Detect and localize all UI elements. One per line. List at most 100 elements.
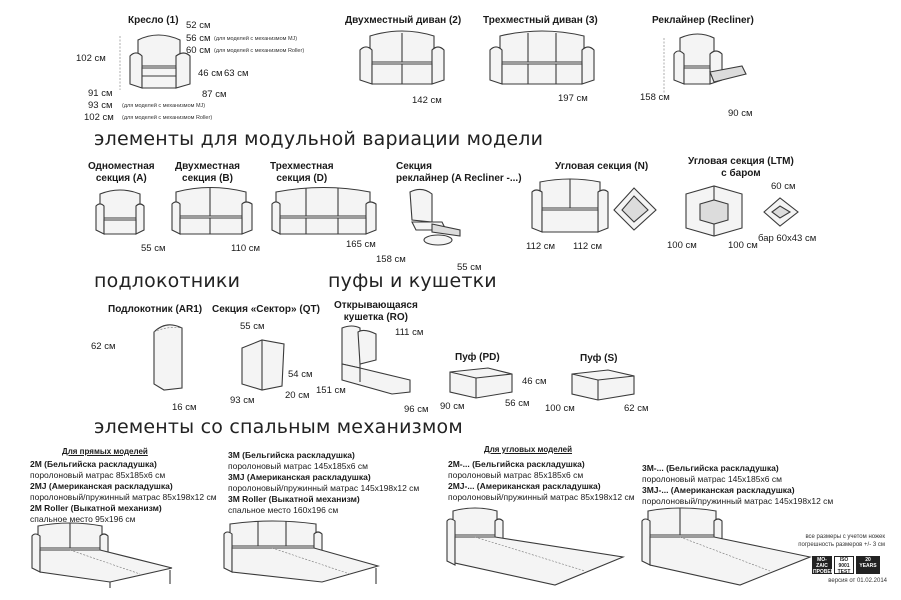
module-b-drawing [171,187,253,235]
s-depth: 62 см [624,403,649,414]
qt-top: 55 см [240,321,265,332]
sofa2-drawing [359,30,445,85]
armchair-w1: 52 см [186,20,211,31]
s-title: Пуф (S) [580,353,618,364]
module-ltm-drawing [685,185,743,237]
ro-depth: 151 см [316,385,346,396]
module-corner-n-dim2: 112 см [573,241,603,252]
iso-badge-icon: ISO 9001 TEST [834,556,854,575]
module-ltm-bar2: бар 60x43 см [758,233,817,244]
pd-drawing [449,367,513,399]
module-d-dim: 165 см [346,239,376,250]
ar1-drawing [153,324,183,391]
ro-height: 111 см [395,327,424,338]
armchair-s1: 46 см [198,68,223,79]
mechanism-spec: поролоновый/пружинный матрас 145x198x12 … [228,483,420,493]
recliner-width: 90 см [728,108,753,119]
armchair-d1: 91 см [88,88,113,99]
armrests-heading: подлокотники [94,270,241,292]
module-corner-n-title: Угловая секция (N) [555,161,649,172]
mechanism-title: 2M (Бельгийска раскладушка) [30,459,157,469]
armchair-w3: 60 см [186,45,211,56]
sleep-col-4: 3M-... (Бельгийска раскладушка)поролонов… [642,463,833,507]
s-width: 100 см [545,403,575,414]
poufs-heading: пуфы и кушетки [328,270,497,292]
mechanism-spec: поролоновый матрас 85x185x6 см [30,470,166,480]
s-drawing [571,369,635,401]
module-corner-n-dim: 112 см [526,241,556,252]
module-ltm-dim2: 100 см [728,240,758,251]
mechanism-spec: спальное место 95x196 см [30,514,136,524]
armchair-d2: 93 см [88,100,113,111]
years-badge-icon: 20 YEARS [856,556,880,574]
ro-drawing [341,325,411,395]
qt-title: Секция «Сектор» (QT) [212,304,320,315]
module-corner-n-top-drawing [613,187,657,231]
qt-width: 20 см [285,390,310,401]
module-ltm-dim: 100 см [667,240,697,251]
mechanism-spec: поролоновый матрас 145x185x6 см [642,474,782,484]
modular-heading: элементы для модульной вариации модели [94,128,544,150]
mechanism-spec: поролоновый матрас 85x185x6 см [448,470,584,480]
armchair-s2: 63 см [224,68,249,79]
module-a-drawing [95,189,145,235]
sofa3-drawing [489,30,595,85]
pd-depth: 56 см [505,398,530,409]
mechanism-spec: поролоновый/пружинный матрас 85x198x12 с… [448,492,635,502]
mechanism-title: 2MJ (Американская раскладушка) [30,481,173,491]
module-b-dim: 110 см [231,243,261,254]
armchair-w2-note: (для моделей с механизмом MJ) [214,36,298,42]
qt-depth: 93 см [230,395,255,406]
recliner-height: 158 см [640,92,670,103]
note-tolerance: погрешность размеров +/- 3 см [798,542,885,548]
sleep-col-3: 2M-... (Бельгийска раскладушка)поролонов… [448,459,635,503]
mechanism-spec: поролоновый/пружинный матрас 85x198x12 с… [30,492,217,502]
armchair-d3: 102 см [84,112,114,123]
ar1-title: Подлокотник (AR1) [108,304,203,315]
qt-height: 54 см [288,369,313,380]
sofa3-width: 197 см [558,93,588,104]
module-corner-n-drawing [531,178,609,233]
corner-models-heading: Для угловых моделей [484,445,573,454]
pd-title: Пуф (PD) [455,352,500,363]
sleep-col-1: 2M (Бельгийска раскладушка)поролоновый м… [30,459,217,525]
module-recliner-dim: 55 см [457,262,482,273]
mechanism-title: 3MJ-... (Американская раскладушка) [642,485,795,495]
mozaic-badge-icon: MO-ZAIC ПРОВЕР. [812,556,835,575]
armchair-w2: 56 см [186,33,211,44]
mechanism-title: 3M-... (Бельгийска раскладушка) [642,463,779,473]
module-ltm-bar-drawing [763,197,799,227]
mechanism-title: 2MJ-... (Американская раскладушка) [448,481,601,491]
armchair-title: Кресло (1) [128,15,179,26]
mechanism-spec: спальное место 160x196 см [228,505,339,515]
armchair-w3-note: (для моделей с механизмом Roller) [214,48,305,54]
armchair-drawing [119,34,191,90]
module-d-drawing [271,186,377,235]
sleep-col-2: 3M (Бельгийска раскладушка)поролоновый м… [228,450,419,516]
ar1-width: 16 см [172,402,197,413]
mechanism-spec: поролоновый матрас 145x185x6 см [228,461,368,471]
sleep-2m-corner-drawing [446,507,626,586]
pd-width: 90 см [440,401,465,412]
sleep-heading: элементы со спальным механизмом [94,416,463,438]
mechanism-title: 3M Roller (Выкатной механизм) [228,494,360,504]
note-dimensions: все размеры с учетом ножек [805,534,885,540]
armchair-d2-note: (для моделей с механизмом MJ) [122,103,206,109]
sleep-3m-drawing [223,520,381,584]
module-recliner-drawing [409,188,461,246]
module-a-dim: 55 см [141,243,166,254]
sofa2-title: Двухместный диван (2) [345,15,462,26]
mechanism-title: 3M (Бельгийска раскладушка) [228,450,355,460]
recliner-title: Реклайнер (Recliner) [652,15,754,26]
sofa3-title: Трехместный диван (3) [483,15,598,26]
module-recliner-dim2: 158 см [376,254,406,265]
armchair-d0: 87 см [202,89,227,100]
version-text: версия от 01.02.2014 [828,578,887,584]
recliner-drawing [663,33,747,94]
sleep-2m-drawing [31,522,173,588]
